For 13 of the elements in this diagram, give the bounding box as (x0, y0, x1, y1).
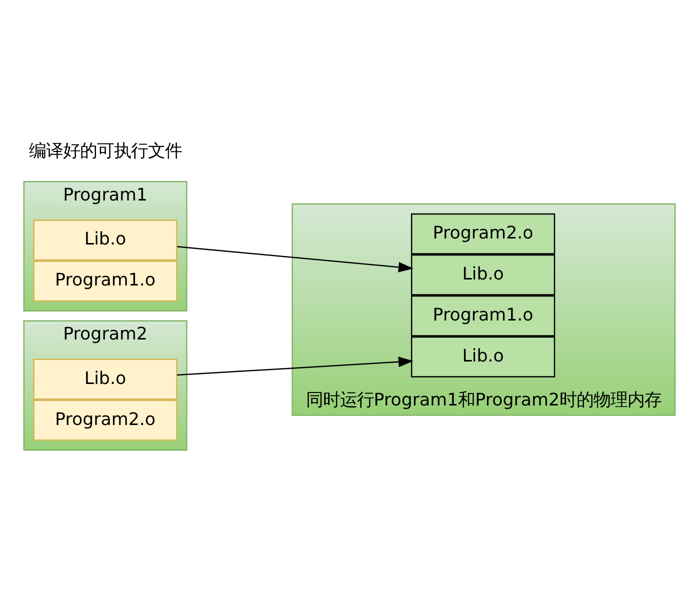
cluster (292, 202, 676, 416)
arrow (177, 246, 414, 272)
node-box: Lib.o (410, 254, 556, 295)
node-box: Program2.o (33, 399, 178, 440)
node-box: Lib.o (410, 336, 556, 377)
node-box: Program1.o (33, 260, 178, 302)
node-label: 同时运行Program1和Program2时的物理内存 (306, 390, 662, 410)
arrow (177, 356, 414, 376)
node-box: Lib.o (33, 219, 178, 260)
label: 编译好的可执行文件 (28, 140, 182, 161)
node-box: Program2.o (410, 212, 556, 254)
node-box: Lib.o (33, 358, 178, 400)
node-box: Program1.o (410, 294, 556, 336)
